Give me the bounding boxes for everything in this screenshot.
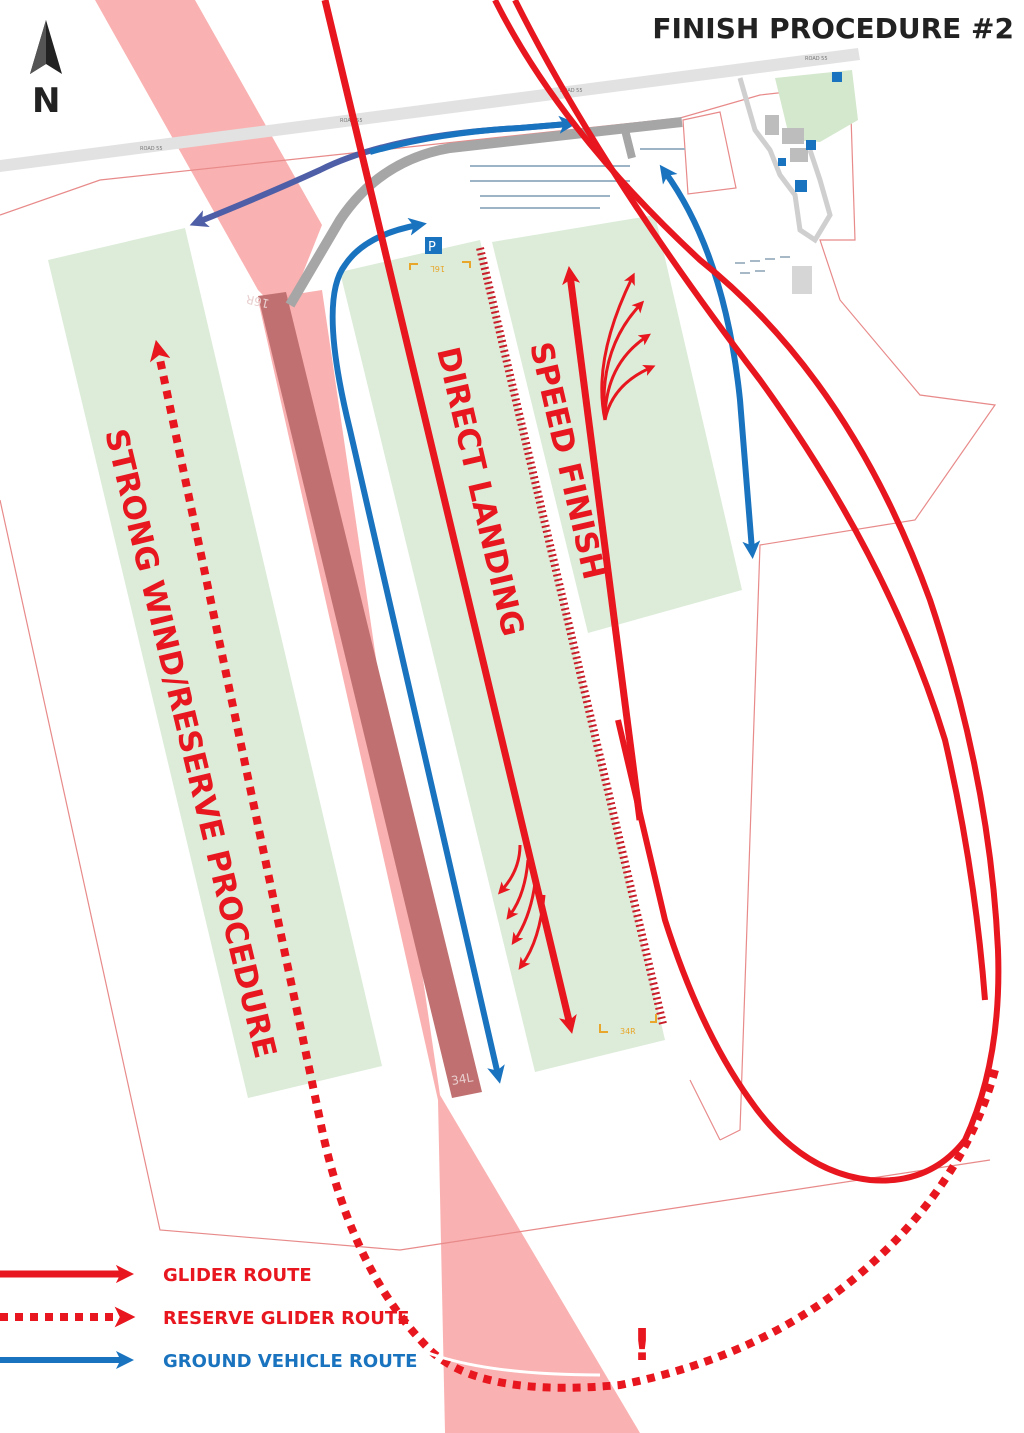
legend-label-reserve-glider-route: RESERVE GLIDER ROUTE (163, 1308, 409, 1329)
legend-label-ground-vehicle-route: GROUND VEHICLE ROUTE (163, 1351, 417, 1372)
parking-sign: P (425, 237, 442, 255)
glider-route-direct-landing (321, 0, 577, 1034)
taxiway (285, 117, 683, 308)
legend: GLIDER ROUTE RESERVE GLIDER ROUTE GROUND… (0, 1264, 417, 1372)
glider-route-outer (512, 0, 988, 1001)
facilities-area (682, 70, 858, 294)
parking-label: P (428, 240, 436, 255)
ground-route-north (189, 115, 577, 227)
legend-item-reserve-glider-route: RESERVE GLIDER ROUTE (0, 1306, 409, 1329)
airfield-boundary (0, 84, 997, 1251)
landing-zone-strong-wind (48, 228, 382, 1098)
approach-sector-north (95, 0, 322, 318)
reserve-glider-route (149, 339, 999, 1392)
parked-gliders (470, 148, 685, 209)
road-label-1: ROAD 55 (140, 146, 163, 152)
north-label: N (32, 81, 60, 121)
road-label-4: ROAD 55 (805, 56, 828, 62)
glider-route-loop (492, 0, 1002, 1184)
ground-route-east (659, 164, 761, 559)
legend-item-glider-route: GLIDER ROUTE (0, 1264, 312, 1286)
warning-mark: ! (632, 1320, 652, 1371)
north-arrow-icon: N (30, 20, 62, 121)
legend-label-glider-route: GLIDER ROUTE (163, 1265, 312, 1286)
page-title: FINISH PROCEDURE #2 (652, 12, 1014, 45)
runway-34r-label: 34R (620, 1027, 636, 1036)
legend-item-ground-vehicle-route: GROUND VEHICLE ROUTE (0, 1351, 417, 1372)
runway-16l-label: 16L (430, 264, 445, 273)
runway-16r-label: 16R (245, 292, 271, 311)
road-label-3: ROAD 55 (560, 88, 583, 94)
